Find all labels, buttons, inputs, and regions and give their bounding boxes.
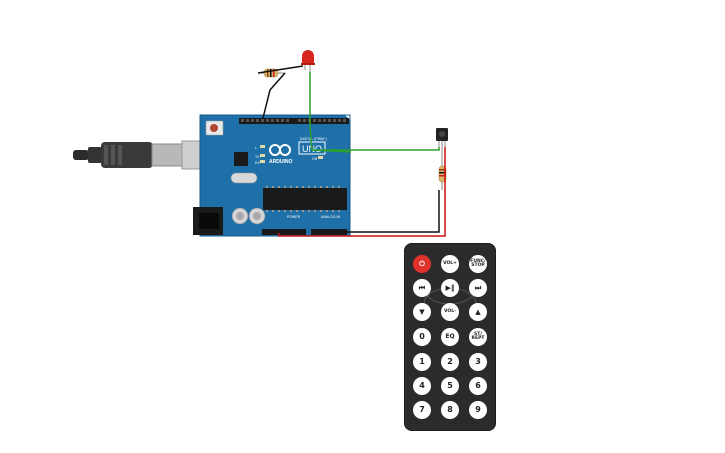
remote-5-button[interactable]: 5 [441, 377, 459, 395]
remote-6-button[interactable]: 6 [469, 377, 487, 395]
atmega-chip [263, 188, 347, 210]
digital-header [239, 118, 349, 124]
green-wire-led [309, 72, 352, 153]
red-led[interactable] [301, 50, 315, 72]
analog-header [311, 229, 347, 235]
analog-in-label: ANALOG IN [321, 215, 341, 219]
usb-cable[interactable] [73, 140, 219, 170]
remote-7-button[interactable]: 7 [413, 401, 431, 419]
remote-power-button[interactable]: ⏻ [413, 255, 431, 273]
ir-receiver[interactable] [436, 128, 448, 147]
remote-down-button[interactable]: ▼ [413, 303, 431, 321]
arduino-logo: ARDUINO [269, 144, 292, 165]
green-wire-ir [321, 147, 440, 151]
remote-2-button[interactable]: 2 [441, 353, 459, 371]
remote-vol-up-button[interactable]: VOL+ [441, 255, 459, 273]
remote-vol-down-button[interactable]: VOL- [441, 303, 459, 321]
black-wire-led [262, 72, 286, 119]
arduino-uno-board[interactable]: DIGITAL (PWM~) POWER ANALOG IN L TX RX O… [193, 114, 351, 237]
remote-8-button[interactable]: 8 [441, 401, 459, 419]
red-wire-vcc [278, 147, 446, 237]
usb-chip [234, 152, 248, 166]
wires [257, 65, 446, 237]
led-on-label: ON [312, 157, 318, 161]
remote-st-rept-button[interactable]: ST/ REPT [469, 328, 487, 346]
arduino-brand: ARDUINO [269, 159, 292, 165]
power-label: POWER [287, 215, 301, 219]
remote-prev-button[interactable]: ⏮ [413, 279, 431, 297]
remote-play-pause-button[interactable]: ▶‖ [441, 279, 459, 297]
led-l-label: L [255, 146, 257, 150]
remote-4-button[interactable]: 4 [413, 377, 431, 395]
remote-1-button[interactable]: 1 [413, 353, 431, 371]
led-rx-label: RX [255, 161, 261, 165]
remote-eq-button[interactable]: EQ [441, 328, 459, 346]
remote-next-button[interactable]: ⏭ [469, 279, 487, 297]
remote-func-stop-button[interactable]: FUNC/ STOP [469, 255, 487, 273]
remote-3-button[interactable]: 3 [469, 353, 487, 371]
remote-0-button[interactable]: 0 [413, 328, 431, 346]
black-wire-gnd [345, 190, 440, 235]
digital-pwm-label: DIGITAL (PWM~) [300, 137, 327, 141]
remote-9-button[interactable]: 9 [469, 401, 487, 419]
power-header [262, 229, 306, 235]
remote-up-button[interactable]: ▲ [469, 303, 487, 321]
led-tx-label: TX [255, 155, 260, 159]
